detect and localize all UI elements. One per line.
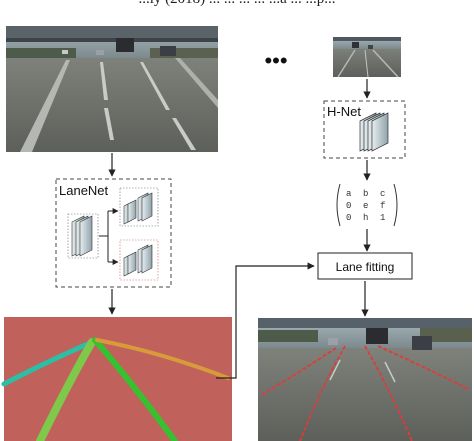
arrow-segmentation-to-lanefitting [216,262,315,379]
fitted-lanes-output-image [258,318,472,441]
lanenet-segmentation-branch-icon [119,239,159,281]
lanenet-box: LaneNet [55,178,172,288]
hnet-network-icon [359,112,389,152]
matrix-cell: h [363,213,368,223]
lanenet-encoder-icon [67,213,99,259]
hnet-label: H-Net [327,104,361,119]
homography-matrix: a b c 0 e f 0 h 1 [336,183,398,227]
matrix-cell: b [363,189,368,199]
matrix-cell: 0 [346,201,351,211]
lanenet-embedding-branch-icon [119,187,159,227]
matrix-cell: e [363,201,368,211]
instance-segmentation-image [1,317,232,441]
matrix-cell: c [380,189,385,199]
matrix-cell: 0 [346,213,351,223]
matrix-cell: f [380,201,385,211]
ellipsis: ••• [264,48,287,73]
hnet-box: H-Net [323,100,406,159]
lanenet-label: LaneNet [59,183,109,198]
input-road-image [6,26,218,152]
cropped-header-text: ...ly (2018) ... ... ... ... ...a ... ..… [0,0,474,8]
hnet-input-road-image [333,37,401,78]
lane-fitting-label: Lane fitting [336,260,395,274]
matrix-cell: a [346,189,352,199]
lane-fitting-box: Lane fitting [317,252,413,280]
matrix-cell: 1 [380,213,385,223]
